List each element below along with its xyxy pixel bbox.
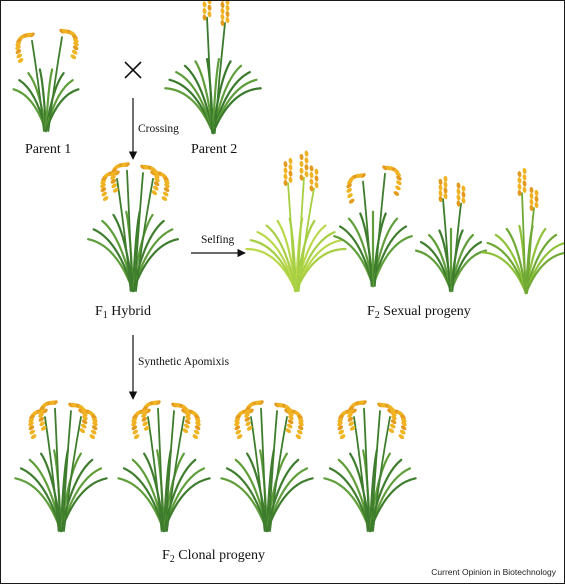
f2-sexual-plant-2 (333, 165, 413, 288)
f2-sexual-plant-1 (245, 150, 347, 293)
f2-clonal-plant-3 (220, 400, 314, 533)
parent2-plant (164, 1, 262, 135)
f2-sexual-plant-3 (414, 175, 488, 293)
f2-clonal-plant-2 (117, 400, 211, 533)
parent1-label: Parent 1 (25, 142, 72, 157)
f2-clonal-plant-1 (14, 400, 108, 533)
selfing-label: Selfing (201, 234, 235, 246)
parent2-label: Parent 2 (191, 142, 238, 157)
cross-symbol (124, 61, 142, 79)
apomixis-label: Synthetic Apomixis (138, 356, 230, 368)
parent1-plant (12, 28, 80, 133)
f2-clonal-plant-4 (323, 400, 417, 533)
journal-credit: Current Opinion in Biotechnology (431, 567, 556, 577)
f2-sexual-progeny-label: F2 Sexual progeny (367, 304, 471, 321)
crossing-label: Crossing (138, 123, 179, 135)
f2-clonal-progeny-label: F2 Clonal progeny (162, 548, 266, 565)
f1-hybrid-plant (87, 162, 179, 293)
f1-hybrid-label: F1 Hybrid (95, 304, 151, 321)
f2-sexual-plant-4 (481, 167, 564, 295)
